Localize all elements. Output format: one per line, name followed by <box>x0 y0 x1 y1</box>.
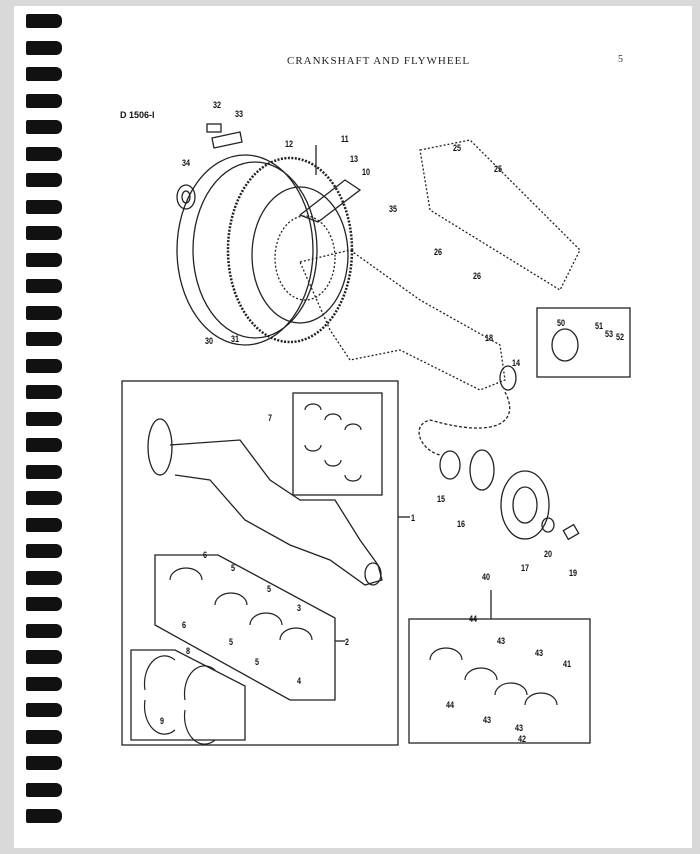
part-callout-33: 33 <box>235 109 244 119</box>
spiral-binding <box>26 14 66 844</box>
part-callout-43: 43 <box>515 723 524 733</box>
part-callout-25: 25 <box>453 143 462 153</box>
binding-coil <box>26 782 62 797</box>
part-callout-51: 51 <box>595 321 604 331</box>
crankshaft-ghost-drawing <box>299 139 581 391</box>
part-callout-5: 5 <box>267 584 272 594</box>
binding-coil <box>26 173 62 187</box>
binding-coil <box>26 358 62 373</box>
bolt-32-plate-33 <box>206 123 243 149</box>
binding-coil <box>26 464 62 479</box>
part-callout-40: 40 <box>482 572 491 582</box>
part-callout-11: 11 <box>341 134 349 144</box>
part-callout-16: 16 <box>457 519 466 529</box>
box-50 <box>536 307 631 378</box>
box-crankshaft <box>121 380 399 746</box>
part-callout-5: 5 <box>231 563 236 573</box>
binding-coil <box>26 332 62 346</box>
pulley-assembly <box>439 449 580 541</box>
bearing-shells <box>143 403 558 745</box>
part-callout-5: 5 <box>229 637 234 647</box>
binding-coil <box>26 491 62 505</box>
part-callout-43: 43 <box>535 648 544 658</box>
binding-coil <box>26 517 62 532</box>
part-callout-13: 13 <box>350 154 359 164</box>
part-callout-6: 6 <box>203 550 208 560</box>
figure-reference: D 1506-I <box>120 110 155 120</box>
binding-coil <box>26 67 62 81</box>
part-callout-26: 26 <box>473 271 482 281</box>
binding-coil <box>26 305 62 320</box>
binding-coil <box>26 597 62 611</box>
part-callout-3: 3 <box>297 603 302 613</box>
part-callout-12: 12 <box>285 139 294 149</box>
page-number: 5 <box>618 54 623 65</box>
part-callout-6: 6 <box>182 620 187 630</box>
binding-coil <box>26 14 62 28</box>
binding-coil <box>26 438 62 452</box>
part-callout-52: 52 <box>616 332 625 342</box>
binding-coil <box>26 570 62 585</box>
binding-coil <box>26 729 62 744</box>
binding-coil <box>26 93 62 108</box>
part-callout-43: 43 <box>483 715 492 725</box>
binding-coil <box>26 756 62 770</box>
part-callout-14: 14 <box>512 358 521 368</box>
part-callout-53: 53 <box>605 329 614 339</box>
part-callout-34: 34 <box>182 158 191 168</box>
part-callout-30: 30 <box>205 336 214 346</box>
binding-coil <box>26 120 62 134</box>
binding-coil <box>26 279 62 293</box>
part-callout-26: 26 <box>434 247 443 257</box>
box-thrust <box>130 649 246 741</box>
binding-coil <box>26 146 62 161</box>
part-callout-5: 5 <box>255 657 260 667</box>
box-40 <box>408 618 591 744</box>
part-callout-9: 9 <box>160 716 165 726</box>
part-callout-42: 42 <box>518 734 527 744</box>
part-callout-8: 8 <box>186 646 191 656</box>
part-callout-25: 25 <box>494 164 503 174</box>
binding-coil <box>26 385 62 399</box>
part-callout-7: 7 <box>268 413 273 423</box>
part-callout-17: 17 <box>521 563 530 573</box>
binding-coil <box>26 226 62 240</box>
binding-coil <box>26 252 62 267</box>
part-callout-31: 31 <box>231 334 240 344</box>
part-callout-43: 43 <box>497 636 506 646</box>
seal-34 <box>176 184 196 210</box>
part-callout-19: 19 <box>569 568 578 578</box>
binding-coil <box>26 411 62 426</box>
page-title: CRANKSHAFT AND FLYWHEEL <box>287 55 471 67</box>
box-bearings <box>154 554 336 701</box>
ring-gear-clamp <box>298 179 362 223</box>
part-callout-2: 2 <box>345 637 350 647</box>
binding-coil <box>26 40 62 55</box>
binding-coil <box>26 809 62 823</box>
box-7 <box>292 392 383 496</box>
part-callout-20: 20 <box>544 549 553 559</box>
part-callout-15: 15 <box>437 494 446 504</box>
part-callout-35: 35 <box>389 204 398 214</box>
part-callout-18: 18 <box>485 333 494 343</box>
part-callout-32: 32 <box>213 100 222 110</box>
binding-coil <box>26 623 62 638</box>
binding-coil <box>26 650 62 664</box>
binding-coil <box>26 544 62 558</box>
part-callout-44: 44 <box>469 614 478 624</box>
part-callout-50: 50 <box>557 318 566 328</box>
part-callout-44: 44 <box>446 700 455 710</box>
crankshaft-drawing <box>147 418 383 586</box>
manual-page <box>14 6 692 848</box>
part-callout-10: 10 <box>362 167 371 177</box>
binding-coil <box>26 676 62 691</box>
part-callout-1: 1 <box>411 513 416 523</box>
part-callout-41: 41 <box>563 659 572 669</box>
seal-14 <box>499 365 517 391</box>
part-callout-4: 4 <box>297 676 302 686</box>
pulley-50 <box>551 328 579 362</box>
binding-coil <box>26 199 62 214</box>
flywheel-drawing <box>176 154 354 346</box>
binding-coil <box>26 703 62 717</box>
